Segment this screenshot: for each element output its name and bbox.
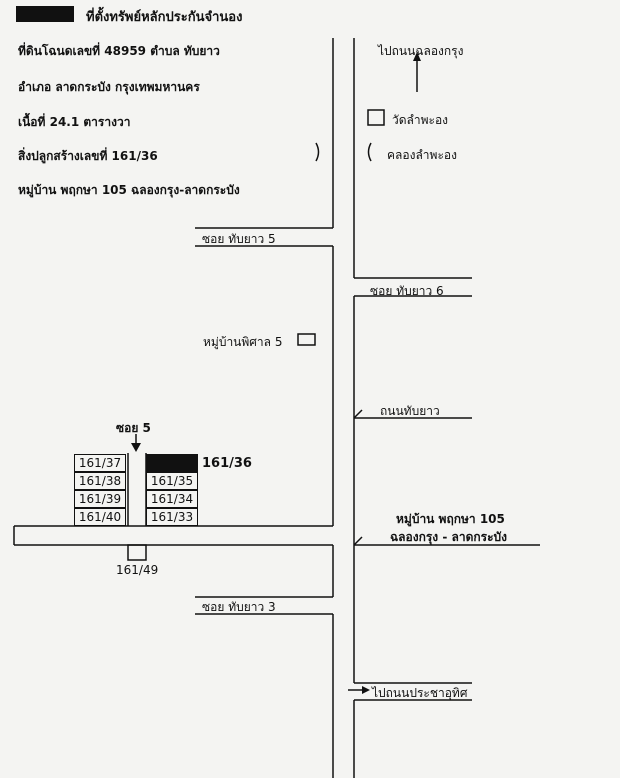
label-thap-yao-road: ถนนทับยาว [380,404,440,418]
lot-161-36-target [146,454,198,472]
lot-161-33: 161/33 [146,508,198,526]
area-info: เนื้อที่ 24.1 ตารางวา [18,115,131,129]
lot-161-37: 161/37 [74,454,126,472]
label-soi5-short: ซอย 5 [116,421,151,435]
arrow-pracha-head [362,686,370,694]
label-wat: วัดลำพะอง [392,113,449,127]
target-lot-label: 161/36 [202,456,252,471]
label-lot-4949: 161/49 [116,563,159,577]
arrow-up-head [413,52,421,61]
lot-161-38: 161/38 [74,472,126,490]
lot-161-35: 161/35 [146,472,198,490]
label-soi3: ซอย ทับยาว 3 [202,600,276,614]
building-info: สิ่งปลูกสร้างเลขที่ 161/36 [18,149,158,163]
village-info: หมู่บ้าน พฤกษา 105 ฉลองกรุง-ลาดกระบัง [18,183,240,197]
label-canal: คลองลำพะอง [387,148,457,162]
label-village-2: ฉลองกรุง - ลาดกระบัง [390,530,508,544]
label-soi5: ซอย ทับยาว 5 [202,232,276,246]
canal-bracket-right [367,142,372,162]
label-phisan: หมู่บ้านพิศาล 5 [203,335,283,349]
arrow-soi5-head [131,443,141,452]
deed-info: ที่ดินโฉนดเลขที่ 48959 ตำบล ทับยาว [18,44,220,58]
label-pracha-uthit: ไปถนนประชาอุทิศ [372,686,468,700]
district-info: อำเภอ ลาดกระบัง กรุงเทพมหานคร [18,80,200,94]
tick-village [353,536,363,546]
redaction-bar [16,6,74,22]
tick-thap-yao [353,409,363,419]
wat-icon [367,109,385,126]
lot-4949-box [127,544,147,561]
phisan-icon [297,333,316,346]
lot-161-34: 161/34 [146,490,198,508]
canal-bracket-left [315,142,320,162]
lot-161-39: 161/39 [74,490,126,508]
page-title: ที่ตั้งทรัพย์หลักประกันจำนอง [86,10,243,25]
lot-161-40: 161/40 [74,508,126,526]
label-soi6: ซอย ทับยาว 6 [370,284,444,298]
label-to-chalong-krung: ไปถนนฉลองกรุง [378,44,464,58]
label-village-1: หมู่บ้าน พฤกษา 105 [396,512,505,526]
